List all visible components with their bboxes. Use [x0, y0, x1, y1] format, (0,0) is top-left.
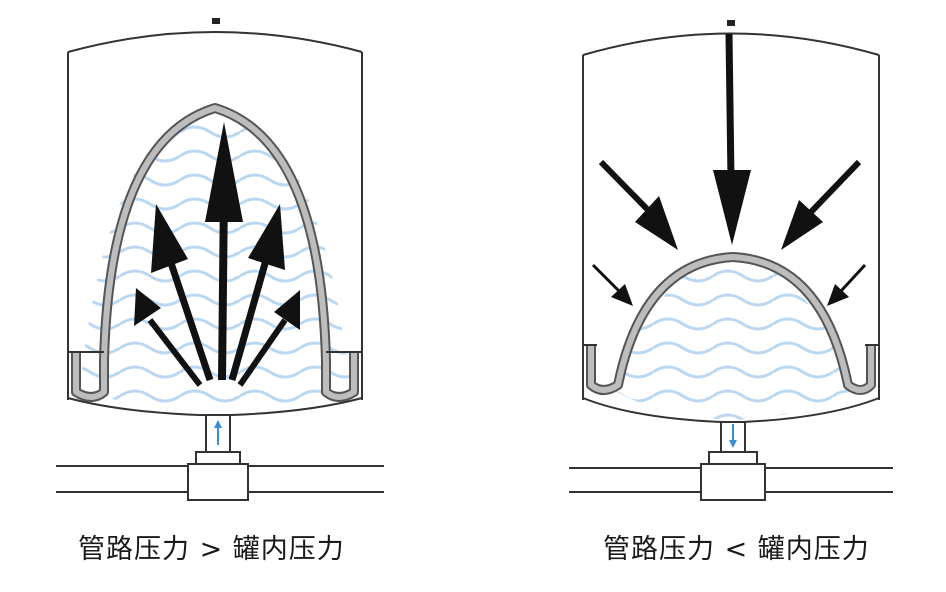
outflow-arrow-head [729, 440, 737, 448]
tank-top [582, 32, 880, 56]
caption-pipe-greater: 管路压力 > 罐内压力 [78, 534, 345, 565]
tank-top [67, 31, 363, 53]
bladder-fill [73, 105, 357, 400]
tank-valve-stem [212, 18, 220, 24]
water-region [80, 112, 350, 415]
force-arrows-inward [591, 33, 867, 306]
panel-pipe-pressure-higher: 管路压力 > 罐内压力 [56, 18, 384, 565]
pipe-tee [700, 463, 766, 501]
bladder-fill [588, 254, 874, 393]
water-region [613, 259, 853, 420]
fitting-nut [708, 451, 758, 465]
caption-pipe-less: 管路压力 < 罐内压力 [603, 534, 870, 565]
tank-diagram-left [56, 18, 384, 501]
fitting-nut [195, 451, 241, 465]
pipe-tee [187, 463, 249, 501]
tank-diagram-right [569, 20, 893, 501]
panel-tank-pressure-higher: 管路压力 < 罐内压力 [473, 0, 946, 592]
tank-valve-stem [727, 20, 735, 26]
force-arrows-outward [134, 122, 300, 387]
inflow-arrow-head [214, 420, 222, 428]
